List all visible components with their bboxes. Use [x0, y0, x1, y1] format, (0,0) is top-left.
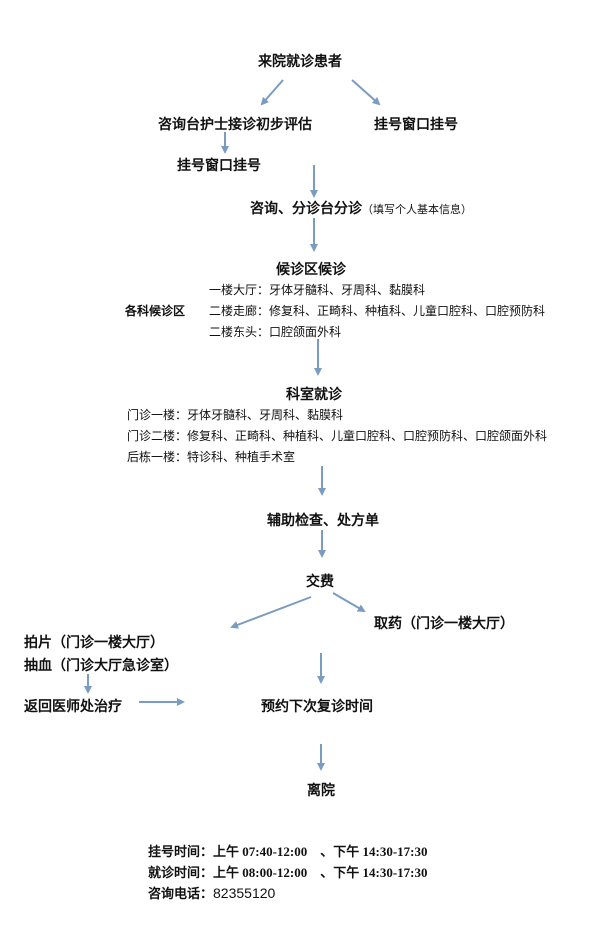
- arrow-pay-to-medicine: [332, 592, 366, 613]
- waiting-label: 各科候诊区: [125, 304, 186, 318]
- register-left-node: 挂号窗口挂号: [177, 158, 261, 174]
- nurse-assess-node: 咨询台护士接诊初步评估: [158, 117, 312, 133]
- dept-item: 门诊一楼：牙体牙髓科、牙周科、黏膜科: [127, 408, 344, 422]
- phone-label: 咨询电话：: [148, 886, 214, 901]
- consult-note: （填写个人基本信息）: [362, 203, 472, 216]
- appointment-node: 预约下次复诊时间: [261, 699, 373, 715]
- dept-title: 科室就诊: [286, 387, 342, 403]
- visit-hours: 就诊时间：上午 08:00-12:00 、下午 14:30-17:30: [148, 862, 428, 881]
- waiting-title: 候诊区候诊: [276, 262, 346, 278]
- phone-line: 咨询电话：82355120: [148, 883, 275, 902]
- medicine-node: 取药（门诊一楼大厅）: [374, 616, 514, 632]
- visit-hours-label: 就诊时间：: [148, 865, 214, 880]
- leave-node: 离院: [307, 783, 335, 799]
- phone-number: 82355120: [213, 885, 276, 901]
- arrow-start-to-nurse: [260, 79, 284, 106]
- visit-hours-pm: 、下午 14:30-17:30: [320, 865, 428, 880]
- arrow-start-to-register: [351, 79, 381, 106]
- waiting-item: 二楼走廊：修复科、正畸科、种植科、儿童口腔科、口腔预防科: [209, 304, 546, 318]
- arrow-pay-to-xray: [230, 596, 312, 629]
- dept-item: 后栋一楼：特诊科、种植手术室: [127, 450, 296, 464]
- waiting-item: 一楼大厅：牙体牙髓科、牙周科、黏膜科: [209, 283, 426, 297]
- blood-node: 抽血（门诊大厅急诊室）: [24, 658, 178, 674]
- waiting-item: 二楼东头：口腔颌面外科: [209, 325, 342, 339]
- register-right-node: 挂号窗口挂号: [374, 117, 458, 133]
- visit-hours-am: 上午 08:00-12:00: [213, 865, 308, 880]
- register-hours-am: 上午 07:40-12:00: [213, 844, 308, 859]
- consult-node: 咨询、分诊台分诊（填写个人基本信息）: [250, 198, 472, 218]
- exam-node: 辅助检查、处方单: [267, 513, 379, 529]
- consult-main: 咨询、分诊台分诊: [250, 201, 362, 217]
- dept-item: 门诊二楼：修复科、正畸科、种植科、儿童口腔科、口腔预防科、口腔颌面外科: [127, 429, 548, 443]
- register-hours-pm: 、下午 14:30-17:30: [320, 844, 428, 859]
- register-hours: 挂号时间：上午 07:40-12:00 、下午 14:30-17:30: [148, 841, 428, 860]
- pay-node: 交费: [306, 574, 334, 590]
- start-node: 来院就诊患者: [258, 54, 342, 70]
- register-hours-label: 挂号时间：: [148, 844, 214, 859]
- return-doctor-node: 返回医师处治疗: [24, 699, 122, 715]
- xray-node: 拍片（门诊一楼大厅）: [24, 635, 164, 651]
